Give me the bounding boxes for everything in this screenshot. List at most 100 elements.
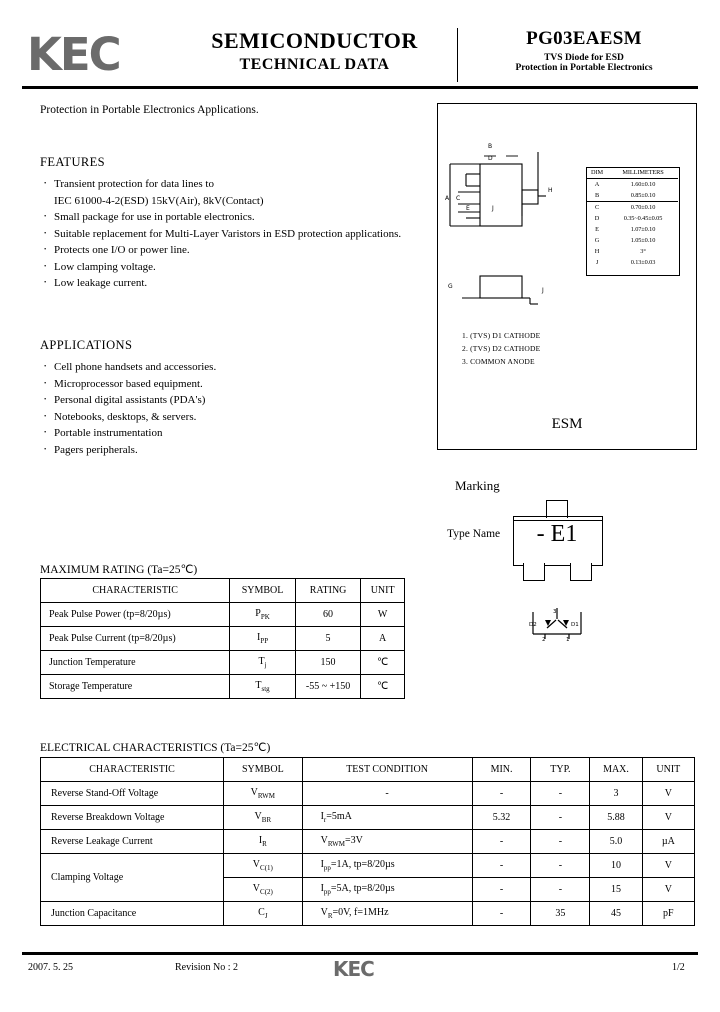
symbol-sub: RWM <box>257 792 276 800</box>
dim-value: 0.85±0.10 <box>608 190 678 202</box>
electrical-characteristics-table: CHARACTERISTIC SYMBOL TEST CONDITION MIN… <box>39 757 696 926</box>
cell-max: 3 <box>589 781 643 806</box>
list-item: IEC 61000-4-2(ESD) 15kV(Air), 8kV(Contac… <box>54 194 264 207</box>
pin-legend-item: 2. (TVS) D2 CATHODE <box>462 344 541 353</box>
part-number: PG03EAESM <box>526 28 642 49</box>
cell-typ: - <box>530 829 591 854</box>
dim-col-header-key: DIM <box>586 167 608 179</box>
dim-key: J <box>595 259 599 266</box>
list-item: Low leakage current. <box>40 274 420 292</box>
col-test-condition: TEST CONDITION <box>301 757 473 782</box>
cell-symbol: PPK <box>229 602 296 627</box>
symbol-base: V <box>252 859 261 870</box>
dim-value: 1.60±0.10 <box>630 181 656 188</box>
dim-key: E <box>595 226 599 233</box>
cell-unit: V <box>641 805 696 830</box>
table-row: Reverse Leakage Current IR VRWM=3V - - 5… <box>39 829 696 854</box>
cell-unit: W <box>360 602 405 627</box>
cell-max: 5.0 <box>589 829 643 854</box>
col-unit: UNIT <box>641 757 696 782</box>
symbol-sub: PP <box>260 637 269 645</box>
electrical-caption: ELECTRICAL CHARACTERISTICS (Ta=25℃) <box>40 742 271 754</box>
symbol-sub: BR <box>261 816 272 824</box>
cell-typ: - <box>530 877 591 902</box>
pin-legend-item: 1. (TVS) D1 CATHODE <box>462 331 541 340</box>
cell-min: - <box>471 829 532 854</box>
cell-unit: A <box>360 626 405 651</box>
table-header-row: CHARACTERISTIC SYMBOL RATING UNIT <box>39 578 405 603</box>
cell-characteristic: Junction Temperature <box>39 650 231 675</box>
cell-symbol: Tstg <box>229 674 296 699</box>
cell-max: 15 <box>589 877 643 902</box>
symbol-base: V <box>252 883 261 894</box>
list-item: Protects one I/O or power line. <box>40 241 420 259</box>
cell-test-condition: Ir=5mA <box>301 805 473 830</box>
cell-symbol: Tj <box>229 650 296 675</box>
col-unit: UNIT <box>360 578 405 603</box>
dim-key: A <box>594 181 600 188</box>
cell-min: - <box>471 853 532 878</box>
header-part-block: PG03EAESM TVS Diode for ESD Protection i… <box>470 28 698 73</box>
list-item: Cell phone handsets and accessories. <box>40 358 370 376</box>
table-row: Storage Temperature Tstg -55 ~ +150 ℃ <box>39 674 405 699</box>
max-rating-caption: MAXIMUM RATING (Ta=25℃) <box>40 564 198 576</box>
schematic-d1: D1 <box>571 622 579 628</box>
cell-unit: pF <box>641 901 696 926</box>
cell-characteristic: Clamping Voltage <box>39 853 225 902</box>
marking-lead-right <box>570 563 592 581</box>
package-name: ESM <box>551 416 583 432</box>
table-row: VC(2) Ipp=5A, tp=8/20µs - - 15 V <box>41 877 696 902</box>
table-row: Peak Pulse Current (tp=8/20µs) IPP 5 A <box>39 626 405 651</box>
applications-list: Cell phone handsets and accessories. Mic… <box>40 358 370 459</box>
cell-characteristic: Storage Temperature <box>39 674 231 699</box>
marking-lead-left <box>523 563 545 581</box>
symbol-base: V <box>254 811 262 822</box>
col-characteristic: CHARACTERISTIC <box>39 757 225 782</box>
table-header-row: CHARACTERISTIC SYMBOL TEST CONDITION MIN… <box>39 757 696 782</box>
cell-rating: 150 <box>294 650 362 675</box>
symbol-base: T <box>258 656 265 667</box>
cell-typ: 35 <box>530 901 591 926</box>
svg-text:C: C <box>456 195 460 202</box>
cell-rating: 5 <box>294 626 362 651</box>
table-row: Junction Capacitance CJ VR=0V, f=1MHz - … <box>39 901 696 926</box>
cell-min: - <box>471 877 532 902</box>
kec-logo: KEC <box>27 28 122 81</box>
table-row: H 3° <box>586 246 678 257</box>
features-title: FEATURES <box>40 155 106 169</box>
pin-legend-item: 3. COMMON ANODE <box>462 357 535 366</box>
cell-unit: V <box>641 853 696 878</box>
cell-characteristic: Reverse Stand-Off Voltage <box>39 781 225 806</box>
marking-package-body <box>513 516 603 566</box>
dim-key: C <box>594 204 600 211</box>
dim-key: H <box>594 248 600 255</box>
schematic-pin1: 1 <box>566 637 570 642</box>
list-item: Pagers peripherals. <box>40 441 370 459</box>
col-min: MIN. <box>471 757 532 782</box>
list-item: Low clamping voltage. <box>40 258 420 276</box>
dim-key: D <box>594 215 600 222</box>
cell-symbol: VBR <box>223 805 303 830</box>
cell-test-condition: Ipp=1A, tp=8/20µs <box>301 853 473 878</box>
symbol-base: T <box>255 680 262 691</box>
package-drawing-side: G J <box>448 275 544 305</box>
cell-characteristic: Peak Pulse Power (tp=8/20µs) <box>39 602 231 627</box>
svg-text:H: H <box>548 187 553 194</box>
table-row: Peak Pulse Power (tp=8/20µs) PPK 60 W <box>39 602 405 627</box>
symbol-base: I <box>258 835 263 846</box>
cell-typ: - <box>530 853 591 878</box>
footer-date: 2007. 5. 25 <box>28 962 73 973</box>
pin-legend: 1. (TVS) D1 CATHODE 2. (TVS) D2 CATHODE … <box>462 329 540 368</box>
dim-value: 3° <box>640 248 646 255</box>
max-rating-table: CHARACTERISTIC SYMBOL RATING UNIT Peak P… <box>39 578 405 699</box>
footer-rule <box>22 952 698 955</box>
type-name-label: Type Name <box>447 528 501 540</box>
cell-symbol: VRWM <box>223 781 303 806</box>
cell-characteristic: Junction Capacitance <box>39 901 225 926</box>
footer-kec-logo: KEC <box>333 957 375 981</box>
cell-max: 45 <box>589 901 643 926</box>
marking-title: Marking <box>455 478 500 493</box>
